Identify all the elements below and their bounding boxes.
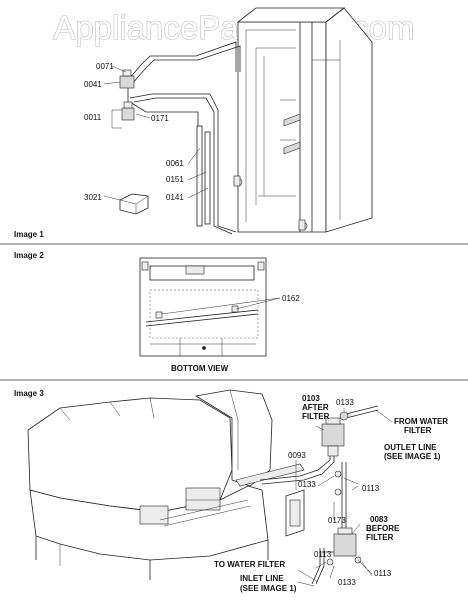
label-bottom-view: BOTTOM VIEW [171, 364, 229, 373]
label-3021: 3021 [84, 193, 102, 202]
image2-leader-lines [161, 297, 281, 315]
label-0113-mid: 0113 [314, 550, 332, 559]
label-0113-bot: 0113 [374, 569, 392, 578]
tube-insulation-pieces [196, 125, 211, 227]
label-see-image1-b: (SEE IMAGE 1) [240, 584, 297, 593]
label-from-water-filter: FILTER [404, 426, 432, 435]
image2-panel: Image 2 0162 BOTTOM VIEW [14, 251, 300, 373]
foam-block-part [119, 193, 149, 215]
label-see-image1-a: (SEE IMAGE 1) [384, 452, 441, 461]
label-0133-top: 0133 [336, 398, 354, 407]
refrigerator-base-drawing [27, 389, 305, 580]
label-0133-bot: 0133 [338, 578, 356, 587]
before-filter-valve-0083 [326, 527, 373, 575]
label-after-filter: FILTER [302, 412, 330, 421]
after-filter-valve-0103 [321, 411, 359, 496]
label-to-water-filter: TO WATER FILTER [214, 560, 285, 569]
label-0151: 0151 [166, 175, 184, 184]
label-0093: 0093 [288, 451, 306, 460]
label-outlet-line: OUTLET LINE [384, 443, 437, 452]
label-from-water: FROM WATER [394, 417, 448, 426]
image1-leader-lines [103, 65, 209, 201]
label-0113-top: 0113 [362, 484, 380, 493]
label-before: BEFORE [366, 524, 400, 533]
label-0162: 0162 [282, 294, 300, 303]
water-valve-assembly [119, 69, 135, 121]
water-line-tubing [127, 41, 241, 235]
image1-panel: 0071 0041 0011 0171 0061 0151 0141 3021 … [14, 7, 373, 239]
image3-panel: Image 3 [14, 389, 448, 593]
label-0083: 0083 [370, 515, 388, 524]
label-0173: 0173 [328, 516, 346, 525]
bottom-view-drawing [139, 257, 267, 357]
label-0133-mid: 0133 [298, 480, 316, 489]
filter-bracket-0093 [285, 489, 305, 537]
label-before-filter: FILTER [366, 533, 394, 542]
label-0141: 0141 [166, 193, 184, 202]
refrigerator-cabinet-drawing [233, 7, 373, 233]
image3-leader-lines [295, 408, 393, 587]
label-0171: 0171 [151, 114, 169, 123]
label-inlet-line: INLET LINE [240, 574, 284, 583]
image1-title: Image 1 [14, 230, 44, 239]
image2-title: Image 2 [14, 251, 44, 260]
image3-title: Image 3 [14, 389, 44, 398]
label-0011: 0011 [84, 113, 102, 122]
label-after: AFTER [302, 403, 329, 412]
label-0071: 0071 [96, 62, 114, 71]
label-0103: 0103 [302, 394, 320, 403]
label-0041: 0041 [84, 80, 102, 89]
label-0061: 0061 [166, 159, 184, 168]
